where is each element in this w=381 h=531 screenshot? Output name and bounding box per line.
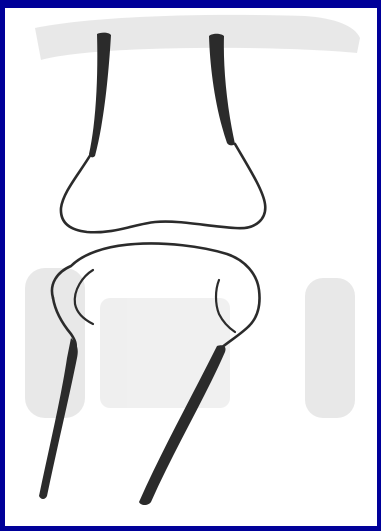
knee-joint-diagram <box>5 8 377 526</box>
diagram-panel <box>5 8 377 526</box>
femur-right-cortex <box>209 34 235 146</box>
femur <box>61 33 265 233</box>
femoral-condyle-outline <box>61 144 265 232</box>
